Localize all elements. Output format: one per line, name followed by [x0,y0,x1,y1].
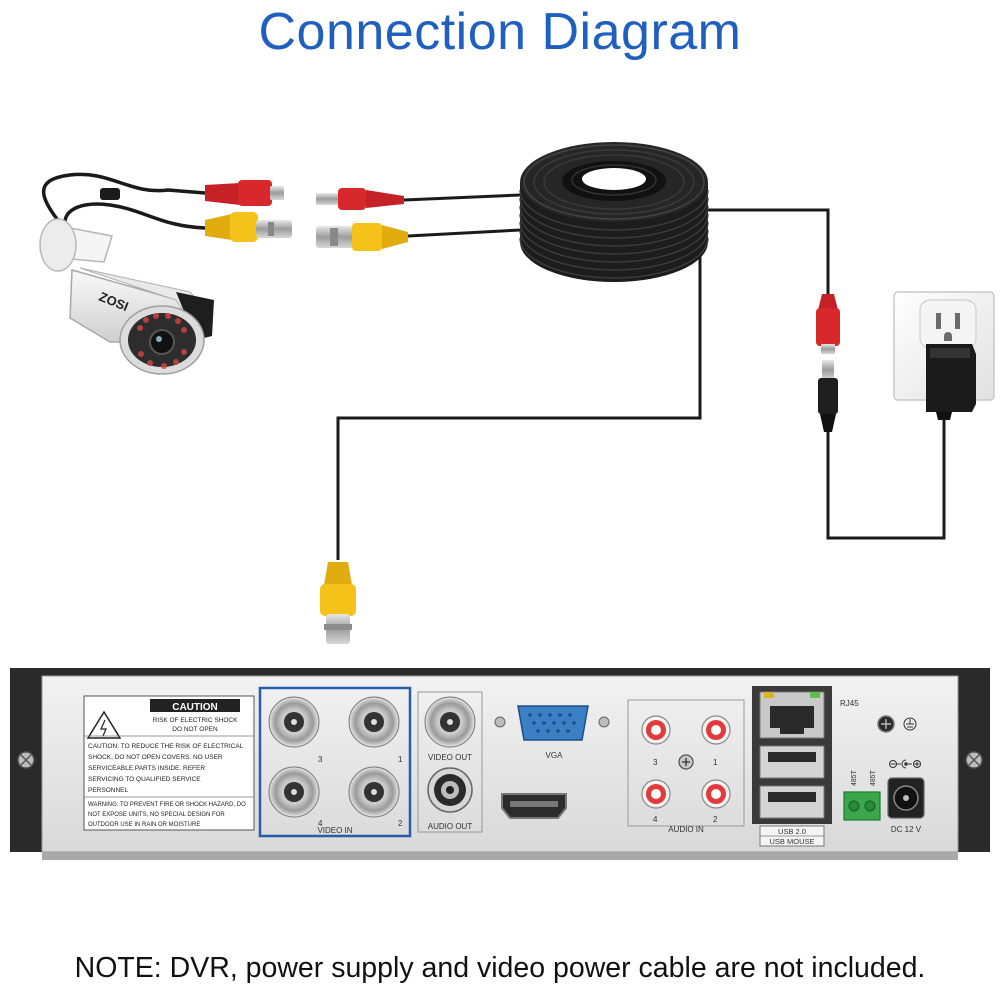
page-title: Connection Diagram [258,3,742,61]
power-male-connector [818,360,838,432]
video-wire [336,245,702,560]
usb-port[interactable] [759,745,825,779]
hdmi-port[interactable] [501,793,567,819]
audio-in-port[interactable] [701,779,731,809]
coil-bnc-connector [316,223,521,251]
camera-bnc-connector [205,212,292,242]
rs485-terminal[interactable] [843,791,881,821]
dc-power-jack[interactable] [887,777,925,819]
caution-body-2: SHOCK, DO NOT OPEN COVERS. NO USER [88,754,223,761]
power-wire-to-adapter [826,412,946,540]
warning-1: WARNING: TO PREVENT FIRE OR SHOCK HAZARD… [88,802,246,808]
coil-power-connector [316,188,521,210]
video-in-port-label: 1 [398,755,403,764]
caution-body-1: CAUTION: TO REDUCE THE RISK OF ELECTRICA… [88,743,244,750]
usb-label: USB 2.0 [778,827,806,836]
caution-sub-2: DO NOT OPEN [172,726,218,733]
camera-power-connector [205,180,284,206]
video-in-port[interactable] [348,696,400,748]
audio-in-port-label: 3 [653,758,658,767]
security-camera: ZOSI [39,172,292,375]
video-in-label: VIDEO IN [317,826,352,835]
video-out-label: VIDEO OUT [428,753,472,762]
audio-in-label: AUDIO IN [668,825,704,834]
power-wire-to-connector [700,208,830,296]
audio-in-port-label: 2 [713,815,718,824]
caution-heading: CAUTION [172,702,218,713]
ground-screw [877,715,917,733]
dvr-screws [17,751,983,769]
audio-in-port[interactable] [641,715,671,745]
video-out-group: VIDEO OUT AUDIO OUT [417,691,483,833]
caution-label: CAUTION RISK OF ELECTRIC SHOCK DO NOT OP… [83,695,255,831]
video-in-port-label: 3 [318,755,323,764]
video-in-port[interactable] [268,766,320,818]
video-in-group: 3 1 4 2 VIDEO IN [258,686,412,838]
audio-in-port[interactable] [701,715,731,745]
audio-in-group: 3 1 4 2 AUDIO IN [627,699,745,834]
dc-polarity-icon [889,759,921,769]
power-female-connector [816,294,840,354]
cable-bnc-end [320,562,356,644]
rs485-label-a: 485T [851,769,858,786]
cable-wires [336,208,946,560]
rj45-port[interactable] [759,691,825,739]
usb-mouse-label: USB MOUSE [769,837,814,846]
audio-in-port-label: 1 [713,758,718,767]
audio-in-port-label: 4 [653,815,658,824]
caution-body-4: SERVICING TO QUALIFIED SERVICE [88,776,201,783]
usb-port[interactable] [759,785,825,819]
power-adapter [926,344,976,420]
video-in-port-label: 2 [398,819,403,828]
caution-body-3: SERVICEABLE PARTS INSIDE. REFER [88,765,205,772]
rj45-label: RJ45 [840,699,859,708]
vga-label: VGA [546,751,564,760]
dvr-unit: CAUTION RISK OF ELECTRIC SHOCK DO NOT OP… [10,668,990,860]
video-in-port[interactable] [268,696,320,748]
footnote: NOTE: DVR, power supply and video power … [74,952,926,984]
cable-coil [519,142,709,282]
audio-in-port[interactable] [641,779,671,809]
rs485-label-b: 485T [870,769,877,786]
video-out-port[interactable] [424,696,476,748]
video-in-port[interactable] [348,766,400,818]
audio-out-label: AUDIO OUT [428,822,473,831]
caution-body-5: PERSONNEL [88,787,128,794]
vga-port[interactable] [494,705,610,741]
audio-out-port[interactable] [427,767,473,813]
warning-2: NOT EXPOSE UNITS, NO SPECIAL DESIGN FOR [88,812,225,818]
warning-3: OUTDOOR USE IN RAIN OR MOISTURE [88,822,200,828]
caution-sub-1: RISK OF ELECTRIC SHOCK [153,717,239,724]
dc-label: DC 12 V [891,825,922,834]
video-in-port-label: 4 [318,819,323,828]
rj45-usb-block: USB 2.0 USB MOUSE [752,686,832,847]
